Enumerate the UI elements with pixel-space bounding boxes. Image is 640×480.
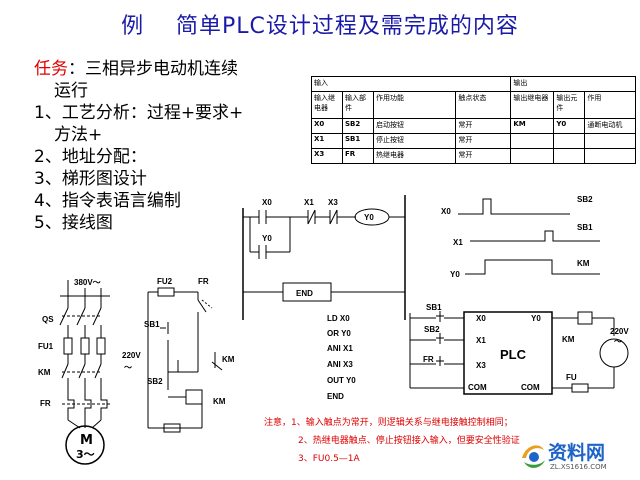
instruction-list: LD X0 OR Y0 ANI X1 ANI X3 OUT Y0 END	[327, 314, 356, 401]
io-col-output-component: 输出元件	[553, 91, 586, 119]
step-2: 2、地址分配：	[34, 147, 147, 167]
io-col-input-relay: 输入继电器	[311, 91, 343, 119]
step-3: 3、梯形图设计	[34, 169, 147, 189]
step-1-cont: 方法+	[54, 125, 103, 145]
ladder-end: END	[296, 289, 313, 298]
note-line: 2、热继电器触点、停止按钮接入输入，但要安全性验证	[298, 436, 520, 446]
wire-220v: 220V	[610, 327, 629, 336]
wire-com2: COM	[521, 383, 540, 392]
ctrl-sb1: SB1	[144, 320, 160, 329]
main-fr: FR	[40, 399, 51, 408]
watermark: 资料网 ZL.XS1616.COM	[518, 438, 638, 478]
io-col-function: 作用功能	[372, 91, 457, 119]
step-1: 1、工艺分析：过程+要求+	[34, 103, 244, 123]
note-line: 注意，1、输入触点为常开，则逻辑关系与继电接触控制相同；	[264, 418, 513, 428]
main-km: KM	[38, 368, 51, 377]
cell-out-comp	[553, 148, 586, 164]
ctrl-km-contact: KM	[222, 355, 235, 364]
instruction-line: ANI X1	[327, 344, 353, 353]
io-col-input-component: 输入部件	[342, 91, 374, 119]
ctrl-fu2: FU2	[157, 277, 173, 286]
ladder-y0-coil: Y0	[364, 213, 374, 222]
table-row: X0 SB2 启动按钮 常开 KM Y0 通断电动机	[311, 118, 636, 134]
timing-km: KM	[577, 259, 590, 268]
main-voltage: 380V～	[74, 278, 101, 287]
note-line: 3、FU0.5—1A	[298, 454, 360, 464]
ladder-x3: X3	[328, 198, 338, 207]
ladder-x0: X0	[262, 198, 272, 207]
ladder-y0-contact: Y0	[262, 234, 272, 243]
wire-sb2: SB2	[424, 325, 440, 334]
task-text: ：三相异步电动机连续	[68, 59, 238, 79]
ctrl-tilde: ～	[124, 363, 132, 372]
wire-x1: X1	[476, 336, 486, 345]
watermark-logo-icon	[522, 445, 545, 468]
task-text-cont: 运行	[54, 81, 88, 101]
wire-com1: COM	[468, 383, 487, 392]
ctrl-220v: 220V	[122, 351, 141, 360]
wire-fu: FU	[566, 373, 577, 382]
wire-fr: FR	[423, 355, 434, 364]
timing-sb2: SB2	[577, 195, 593, 204]
table-row: X3 FR 热继电器 常开	[311, 148, 636, 164]
step-5: 5、接线图	[34, 213, 113, 233]
step-4: 4、指令表语言编制	[34, 191, 181, 211]
instruction-line: LD X0	[327, 314, 350, 323]
task-line: 任务：三相异步电动机连续	[34, 58, 243, 80]
control-circuit: FU2 FR SB1 220V ～ KM SB2 KM	[122, 277, 235, 433]
notes: 注意，1、输入触点为常开，则逻辑关系与继电接触控制相同； 2、热继电器触点、停止…	[264, 414, 520, 468]
wire-x0: X0	[476, 314, 486, 323]
wire-km: KM	[562, 335, 575, 344]
watermark-url: ZL.XS1616.COM	[550, 463, 607, 471]
motor-phase: 3～	[76, 448, 95, 461]
wire-y0: Y0	[531, 314, 541, 323]
timing-sb1: SB1	[577, 223, 593, 232]
table-row: X1 SB1 停止按钮 常开	[311, 133, 636, 149]
timing-x0: X0	[441, 207, 451, 216]
timing-y0: Y0	[450, 270, 460, 279]
ctrl-fr: FR	[198, 277, 209, 286]
main-fu1: FU1	[38, 342, 54, 351]
page-title: 例 简单PLC设计过程及需完成的内容	[121, 14, 519, 39]
watermark-brand: 资料网	[548, 442, 606, 464]
ctrl-km-coil: KM	[213, 397, 226, 406]
ctrl-sb2: SB2	[147, 377, 163, 386]
wire-tilde: ～	[614, 337, 622, 346]
main-circuit: 380V～ QS FU1 KM FR M 3～	[38, 278, 110, 465]
cell-out-func	[584, 148, 636, 164]
task-list: 任务：三相异步电动机连续 运行 1、工艺分析：过程+要求+ 方法+ 2、地址分配…	[34, 58, 243, 234]
plc-box-label: PLC	[500, 347, 527, 362]
io-allocation-table: 输入 输出 输入继电器 输入部件 作用功能 触点状态 输出继电器 输出元件 作用…	[310, 76, 636, 164]
timing-x1: X1	[453, 238, 463, 247]
plc-wiring: SB1 SB2 FR X0 X1 X3 Y0 COM COM PLC KM 22…	[409, 303, 629, 395]
timing-diagram: X0 X1 Y0 SB2 SB1 KM	[441, 195, 600, 279]
main-qs: QS	[42, 315, 54, 324]
cell-out-comp: Y0	[553, 118, 586, 134]
task-prefix: 任务	[34, 59, 68, 79]
ladder-diagram: X0 X1 X3 Y0 Y0 END	[242, 195, 406, 320]
motor-symbol: M	[80, 433, 93, 448]
instruction-line: OR Y0	[327, 329, 351, 338]
instruction-line: ANI X3	[327, 360, 353, 369]
wire-sb1: SB1	[426, 303, 442, 312]
instruction-line: END	[327, 392, 344, 401]
io-col-contact: 触点状态	[455, 91, 512, 119]
ladder-x1: X1	[304, 198, 314, 207]
instruction-line: OUT Y0	[327, 376, 356, 385]
wire-x3: X3	[476, 361, 486, 370]
cell-function: 热继电器	[372, 148, 457, 164]
